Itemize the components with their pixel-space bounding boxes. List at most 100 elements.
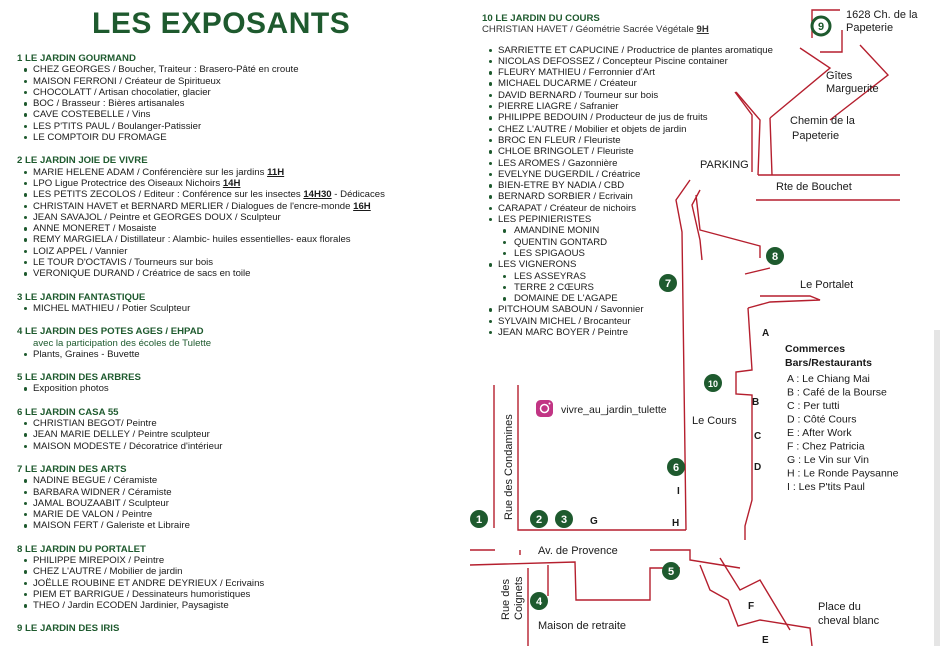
exhibitor-item: LES AROMES / Gazonnière: [482, 158, 812, 169]
map-marker-2[interactable]: 2: [530, 510, 548, 528]
marker-circle: [659, 274, 677, 292]
exhibitor-item: MARIE DE VALON / Peintre: [17, 509, 457, 520]
exhibitor-text: LPO Ligue Protectrice des Oiseaux Nichoi…: [33, 177, 223, 189]
map-marker-4[interactable]: 4: [530, 592, 548, 610]
exhibitor-item: LE COMPTOIR DU FROMAGE: [17, 132, 457, 143]
marker-circle: [704, 374, 722, 392]
exhibitor-text: - Dédicaces: [331, 189, 385, 201]
exhibitor-text: JAMAL BOUZAABIT / Sculpteur: [33, 497, 169, 509]
label-papeterie-addr: 1628 Ch. de la: [846, 9, 918, 21]
map-marker-8[interactable]: 8: [766, 247, 784, 265]
map-marker-10[interactable]: 10: [704, 374, 722, 392]
exhibitor-text: LE TOUR D'OCTAVIS / Tourneurs sur bois: [33, 257, 214, 269]
exhibitor-item: MAISON MODESTE / Décoratrice d'intérieur: [17, 441, 457, 452]
legend-item: H : Le Ronde Paysanne: [787, 468, 899, 480]
map-marker-7[interactable]: 7: [659, 274, 677, 292]
exhibitor-item: REMY MARGIELA / Distillateur : Alambic- …: [17, 234, 457, 245]
legend-item: A : Le Chiang Mai: [787, 373, 870, 385]
section-name: LE JARDIN DES ARTS: [25, 463, 127, 475]
road-coignets: [527, 565, 549, 646]
road-portalet: [695, 194, 771, 275]
marker-number: 7: [665, 278, 671, 290]
exhibitor-item: JEAN MARIE DELLEY / Peintre sculpteur: [17, 429, 457, 440]
exhibitor-text: Exposition photos: [33, 383, 109, 395]
section-title: 9 LE JARDIN DES IRIS: [17, 623, 457, 634]
exhibitor-subitem: AMANDINE MONIN: [482, 225, 812, 236]
exhibitor-text: CHRISTIAN HAVET / Géométrie Sacrée Végét…: [482, 24, 697, 36]
exhibitor-subitem: DOMAINE DE L'AGAPE: [482, 293, 812, 304]
exhibitor-item: LES PEPINIERISTES: [482, 214, 812, 225]
legend-commerces: Commerces Bars/Restaurants A : Le Chiang…: [785, 343, 899, 493]
exhibitor-text: ANNE MONERET / Mosaiste: [33, 223, 157, 235]
legend-item: C : Per tutti: [787, 400, 840, 412]
exhibitor-item: NICOLAS DEFOSSEZ / Concepteur Piscine co…: [482, 56, 812, 67]
section-title: 6 LE JARDIN CASA 55: [17, 407, 457, 418]
label-maison-retraite: Maison de retraite: [538, 620, 626, 632]
section-name: LE JARDIN JOIE DE VIVRE: [25, 155, 148, 167]
section-title: 4 LE JARDIN DES POTES AGES / EHPAD: [17, 326, 457, 337]
exhibitor-text: PIEM ET BARRIGUE / Dessinateurs humorist…: [33, 588, 251, 600]
instagram-icon-dot: [548, 402, 551, 405]
exhibitor-item: CHEZ L'AUTRE / Mobilier et objets de jar…: [482, 124, 812, 135]
marker-circle: [662, 562, 680, 580]
map-markers[interactable]: 1 2 3 4 5 6 7 8 9 10: [470, 15, 832, 610]
exhibitor-item: BARBARA WIDNER / Céramiste: [17, 487, 457, 498]
exhibitor-item: MAISON FERRONI / Créateur de Spiritueux: [17, 76, 457, 87]
section-note: avec la participation des écoles de Tule…: [33, 337, 212, 349]
exhibitor-item: LES PETITS ZECOLOS / Editeur : Conférenc…: [17, 189, 457, 200]
exhibitor-item: CAVE COSTEBELLE / Vins: [17, 109, 457, 120]
exhibitor-item: LOIZ APPEL / Vannier: [17, 246, 457, 257]
letter-c: C: [754, 431, 761, 442]
instagram-icon: [536, 400, 553, 417]
exhibitor-item: BERNARD SORBIER / Ecrivain: [482, 191, 812, 202]
map-marker-1[interactable]: 1: [470, 510, 488, 528]
exhibitor-item: BROC EN FLEUR / Fleuriste: [482, 135, 812, 146]
map-marker-3[interactable]: 3: [555, 510, 573, 528]
exhibitor-text: BOC / Brasseur : Bières artisanales: [33, 98, 185, 110]
marker-circle: [766, 247, 784, 265]
exhibitor-text: LES P'TITS PAUL / Boulanger-Patissier: [33, 120, 202, 132]
section-number: 1: [17, 53, 23, 64]
road-place-cheval: [699, 564, 813, 646]
exhibitor-text: JEAN MARIE DELLEY / Peintre sculpteur: [33, 429, 210, 441]
exhibitor-text: LE COMPTOIR DU FROMAGE: [33, 132, 167, 144]
instagram-label: vivre_au_jardin_tulette: [561, 404, 667, 416]
marker-circle: [470, 510, 488, 528]
label-rue-condamines: Rue des Condamines: [503, 414, 515, 520]
marker-number: 2: [536, 514, 542, 526]
marker-number: 6: [673, 462, 679, 474]
exhibitor-text: BARBARA WIDNER / Céramiste: [33, 486, 172, 498]
legend-item: F : Chez Patricia: [787, 441, 865, 453]
letter-g: G: [590, 516, 598, 527]
section-name: LE JARDIN DU COURS: [495, 13, 600, 24]
marker-number: 3: [561, 514, 567, 526]
exhibitor-text: JOËLLE ROUBINE ET ANDRE DEYRIEUX / Ecriv…: [33, 577, 265, 589]
section-title: 1 LE JARDIN GOURMAND: [17, 53, 457, 64]
map-marker-6[interactable]: 6: [667, 458, 685, 476]
exhibitor-subitem: TERRE 2 CŒURS: [482, 282, 812, 293]
section-number: 10: [482, 13, 493, 24]
event-time: 14H30: [303, 189, 332, 201]
map-marker-9[interactable]: 9: [810, 15, 832, 37]
exhibitor-item: JEAN MARC BOYER / Peintre: [482, 327, 812, 338]
scrollbar[interactable]: [934, 330, 940, 646]
exhibitor-text: MAISON FERRONI / Créateur de Spiritueux: [33, 75, 221, 87]
section-number: 6: [17, 406, 23, 418]
exhibitor-text: MAISON MODESTE / Décoratrice d'intérieur: [33, 440, 223, 452]
exhibitor-text: PHILIPPE MIREPOIX / Peintre: [33, 554, 165, 566]
label-chemin-papeterie-2: Papeterie: [792, 130, 839, 142]
label-chemin-papeterie: Chemin de la: [790, 115, 856, 127]
road-provence: [469, 549, 741, 601]
label-av-provence: Av. de Provence: [538, 545, 618, 557]
exhibitor-item: DAVID BERNARD / Tourneur sur bois: [482, 90, 812, 101]
marker-number: 10: [708, 379, 718, 389]
instagram-handle[interactable]: vivre_au_jardin_tulette: [536, 400, 667, 417]
map-marker-5[interactable]: 5: [662, 562, 680, 580]
section-name: LE JARDIN DES ARBRES: [25, 372, 141, 384]
exhibitor-item: CHRISTIAN BEGOT/ Peintre: [17, 418, 457, 429]
